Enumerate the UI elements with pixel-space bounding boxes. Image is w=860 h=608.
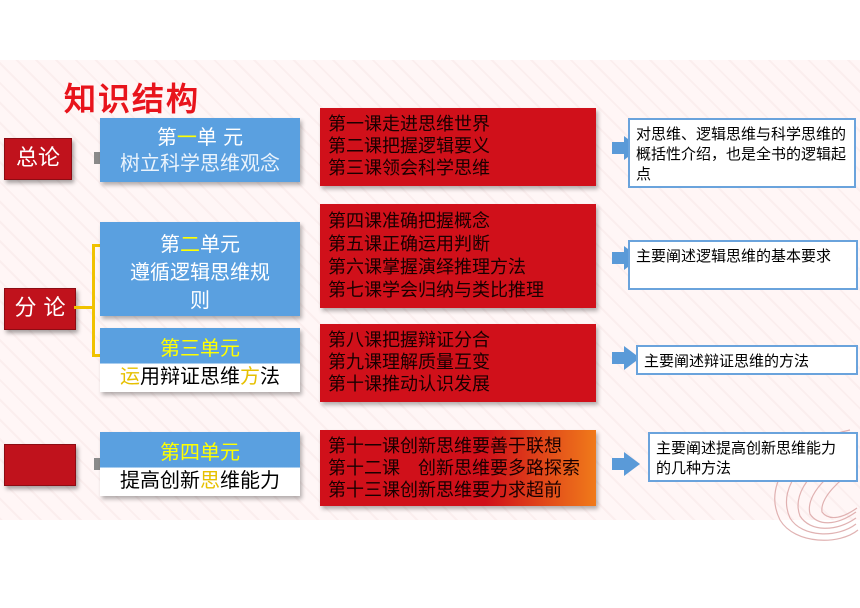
lesson-item: 第七课学会归纳与类比推理 xyxy=(328,280,544,301)
unit-2-title: 第二单元 xyxy=(160,232,240,256)
section-label-innovation xyxy=(4,444,76,486)
unit-4-name: 提高创新思维能力 xyxy=(120,468,280,492)
unit-3-title: 第三单元 xyxy=(160,336,240,360)
description-4: 主要阐述提高创新思维能力的几种方法 xyxy=(648,432,858,482)
unit-1-name: 树立科学思维观念 xyxy=(120,151,280,175)
lesson-item: 第八课把握辩证分合 xyxy=(328,330,490,351)
arrow-right-icon xyxy=(612,452,640,476)
lessons-list-2: 第四课准确把握概念 第五课正确运用判断 第六课掌握演绎推理方法 第七课学会归纳与… xyxy=(320,204,596,308)
section-label-general: 总论 xyxy=(4,138,72,180)
unit-2-name-cont: 则 xyxy=(190,288,210,312)
unit-2-box: 第二单元 遵循逻辑思维规 则 xyxy=(100,222,300,316)
lesson-item: 第九课理解质量互变 xyxy=(328,352,490,373)
description-1: 对思维、逻辑思维与科学思维的概括性介绍，也是全书的逻辑起点 xyxy=(628,118,856,188)
lessons-list-1: 第一课走进思维世界 第二课把握逻辑要义 第三课领会科学思维 xyxy=(320,108,596,186)
section-label-specific: 分 论 xyxy=(4,288,76,330)
lesson-item: 第五课正确运用判断 xyxy=(328,234,490,255)
lesson-item: 第十一课创新思维要善于联想 xyxy=(328,436,562,457)
unit-2-name: 遵循逻辑思维规 xyxy=(130,260,270,284)
page-title: 知识结构 xyxy=(64,80,201,118)
bracket-bottom xyxy=(92,354,100,357)
lessons-list-3: 第八课把握辩证分合 第九课理解质量互变 第十课推动认识发展 xyxy=(320,324,596,402)
lesson-item: 第二课把握逻辑要义 xyxy=(328,136,490,157)
bracket-vertical xyxy=(92,244,95,356)
unit-3-box: 第三单元 运用辩证思维方法 xyxy=(100,328,300,392)
unit-1-box: 第一单 元 树立科学思维观念 xyxy=(100,118,300,182)
lesson-item: 第十三课创新思维要力求超前 xyxy=(328,480,562,501)
unit-1-title: 第一单 元 xyxy=(156,125,244,149)
unit-3-name: 运用辩证思维方法 xyxy=(120,364,280,388)
lesson-item: 第十课推动认识发展 xyxy=(328,374,490,395)
bracket-connector xyxy=(74,306,92,309)
lesson-item: 第十二课 创新思维要多路探索 xyxy=(328,458,580,479)
description-3: 主要阐述辩证思维的方法 xyxy=(636,345,858,375)
lesson-item: 第四课准确把握概念 xyxy=(328,211,490,232)
unit-4-title: 第四单元 xyxy=(160,440,240,464)
lesson-item: 第一课走进思维世界 xyxy=(328,114,490,135)
unit-4-box: 第四单元 提高创新思维能力 xyxy=(100,432,300,496)
lesson-item: 第六课掌握演绎推理方法 xyxy=(328,257,526,278)
lessons-list-4: 第十一课创新思维要善于联想 第十二课 创新思维要多路探索 第十三课创新思维要力求… xyxy=(320,430,596,506)
description-2: 主要阐述逻辑思维的基本要求 xyxy=(628,240,858,290)
lesson-item: 第三课领会科学思维 xyxy=(328,158,490,179)
bracket-top xyxy=(92,244,100,247)
